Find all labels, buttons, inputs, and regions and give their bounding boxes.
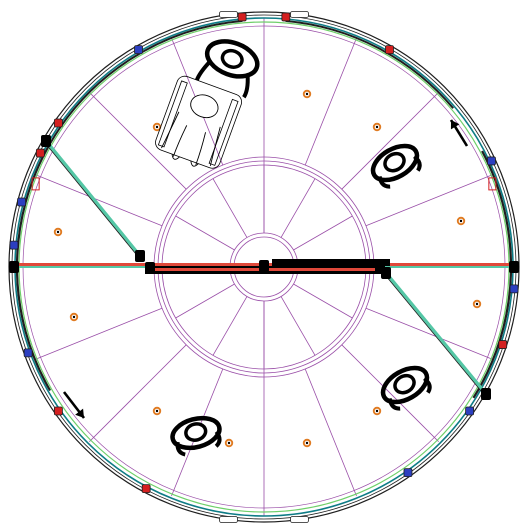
ring-pivot (237, 12, 247, 22)
diagonal-wing-edge (385, 275, 487, 398)
wheelchair-frame (155, 75, 242, 169)
person-shoulders (370, 143, 420, 183)
door-wings (9, 135, 519, 400)
diagonal-wing (384, 271, 488, 396)
ring-pivot (35, 148, 45, 158)
wing-post (9, 261, 19, 273)
ring-pivot (498, 340, 508, 349)
ring-pivot (23, 348, 33, 358)
diagonal-wing-edge (45, 143, 141, 260)
person-shoulders (170, 415, 222, 451)
grid-radial-line (304, 37, 357, 166)
grid-radial-line (212, 178, 248, 238)
grid-radial-line (365, 307, 494, 360)
ring-cap (290, 11, 309, 18)
floor-marker-center (227, 441, 231, 445)
ring-pivot (487, 156, 496, 166)
grid-radial-line (341, 344, 439, 442)
wall-arc (285, 19, 454, 109)
pusher-shoulders (204, 39, 260, 79)
standing-person-bottom-left (170, 415, 222, 457)
wing-post (259, 260, 269, 272)
ring-pivot (465, 406, 475, 416)
pusher-arms (194, 60, 250, 99)
grid-radial-line (175, 283, 235, 319)
grid-radial-line (89, 92, 187, 190)
ring-pivot (385, 45, 394, 55)
wing-post (135, 250, 145, 262)
person-shoulders (380, 365, 430, 405)
floor-marker-center (375, 409, 379, 413)
wing-post (375, 262, 385, 274)
ring-red-box (31, 177, 40, 191)
floor-marker-center (305, 441, 309, 445)
wheelchair-wheel (157, 80, 188, 148)
ring-pivot (17, 197, 26, 207)
floor-marker-center (375, 125, 379, 129)
floor-marker-center (475, 302, 479, 306)
wheelchair-user (155, 39, 260, 169)
ring-pivot (53, 118, 63, 128)
ring-cap (219, 516, 238, 523)
ring-cap (219, 11, 238, 18)
grid-radial-line (280, 296, 316, 356)
person-head (184, 422, 208, 442)
grid-radial-line (280, 178, 316, 238)
grid-radial-line (34, 307, 163, 360)
ring-pivot (509, 284, 519, 294)
grid-radial-line (365, 174, 494, 227)
ring-hardware (9, 11, 519, 523)
ring-pivot (281, 12, 291, 22)
diagonal-wing (44, 139, 142, 258)
wheelchair-legs (161, 111, 221, 166)
rotation-arrow-top-right-head (450, 120, 460, 130)
center-beam-upper (272, 259, 390, 266)
floor-marker-center (56, 230, 60, 234)
wing-post (145, 262, 155, 274)
grid-radial-line (89, 344, 187, 442)
grid-radial-line (293, 215, 353, 251)
grid-radial-line (34, 174, 163, 227)
floor-marker-center (459, 219, 463, 223)
person-arms (387, 376, 432, 411)
person-head (393, 373, 416, 395)
ring-pivot (403, 468, 413, 478)
person-head (383, 151, 406, 173)
grid-radial-line (212, 296, 248, 356)
person-arms (377, 154, 422, 189)
standing-person-right-bottom (380, 365, 432, 411)
person-arms (175, 430, 222, 457)
ring-pivot (134, 45, 143, 55)
rotation-arrow-bottom-left-head (75, 408, 84, 418)
ring-cap (290, 516, 309, 523)
ring-pivot (53, 406, 63, 416)
grid-radial-line (304, 368, 357, 497)
wall-arc (49, 19, 243, 145)
wheelchair-wheel (208, 98, 239, 166)
floor-marker-center (305, 92, 309, 96)
wall-arc (472, 150, 513, 399)
ring-pivot (9, 240, 19, 250)
pusher-head (220, 48, 244, 69)
standing-person-right-top (370, 143, 422, 189)
ring-red-box (488, 177, 497, 191)
grid-radial-line (175, 215, 235, 251)
ring-pivot (141, 484, 151, 494)
grid-radial-line (293, 283, 353, 319)
wing-post (509, 261, 519, 273)
floor-markers (53, 89, 482, 448)
wheelchair-feet (171, 154, 199, 167)
occupants (155, 39, 432, 457)
floor-marker-center (155, 409, 159, 413)
wing-post (481, 388, 491, 400)
wing-post (41, 135, 51, 147)
floor-marker-center (155, 125, 159, 129)
wheelchair-head (190, 94, 219, 119)
floor-marker-center (72, 315, 76, 319)
rotation-arrows (62, 119, 469, 419)
grid-radial-line (341, 92, 439, 190)
